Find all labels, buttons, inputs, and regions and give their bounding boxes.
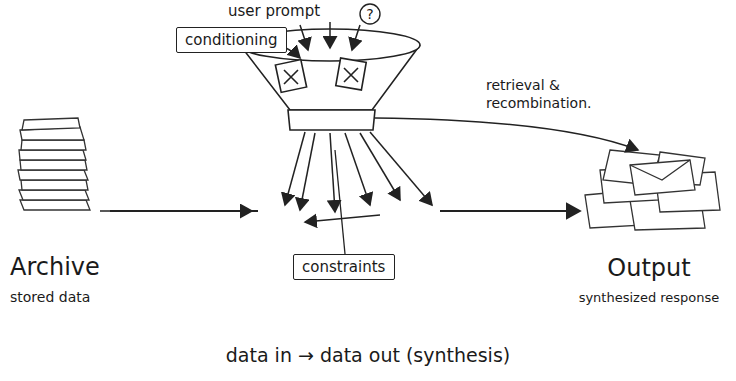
node-block: Output synthesized response — [566, 150, 732, 305]
flow-arrows — [100, 22, 638, 222]
text-box: conditioning — [176, 27, 287, 53]
node-block: Archive stored data — [10, 115, 150, 305]
retrieval-label: retrieval & recombination. — [486, 76, 626, 112]
prompt-label: user prompt — [228, 2, 320, 20]
question-circle — [360, 4, 380, 24]
flow-connector — [110, 210, 580, 212]
paper-stack — [18, 118, 90, 210]
archive-subtitle: stored data — [10, 289, 150, 305]
caption: data in → data out (synthesis) — [226, 344, 510, 366]
output-subtitle: synthesized response — [579, 290, 720, 305]
constraints-box: constraints — [302, 258, 386, 276]
archive-title: Archive — [10, 253, 150, 281]
conditioning-box: conditioning — [185, 31, 278, 49]
question-mark: ? — [360, 4, 380, 24]
envelope-pile — [585, 150, 720, 230]
leader-line — [335, 150, 345, 254]
node-block: ? — [360, 4, 380, 24]
text-box: constraints — [293, 254, 395, 280]
output-title: Output — [607, 254, 690, 282]
